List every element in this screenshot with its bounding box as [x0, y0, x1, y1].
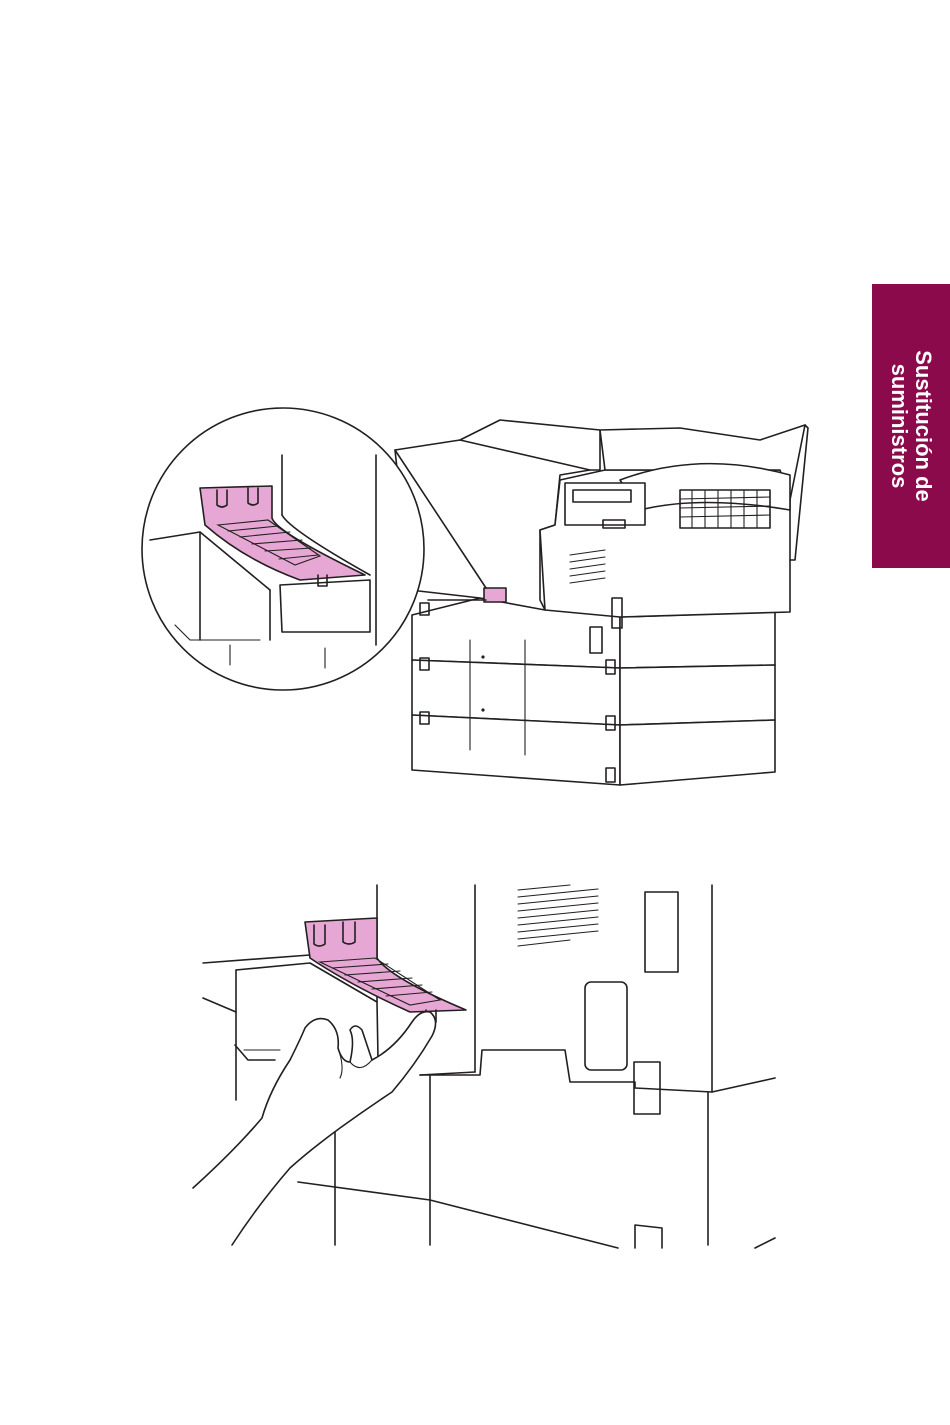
section-tab-label: Sustitución de suministros	[887, 350, 935, 502]
printer-illustration	[140, 400, 820, 800]
hand-removing-cover-illustration	[190, 880, 790, 1260]
rear-cover	[305, 918, 466, 1022]
side-vent-lines	[518, 885, 598, 946]
hand-icon	[193, 1012, 436, 1245]
section-tab-line2: suministros	[887, 350, 911, 502]
printer-trays	[412, 598, 775, 785]
section-tab: Sustitución de suministros	[872, 284, 950, 568]
section-tab-line1: Sustitución de	[911, 350, 935, 502]
